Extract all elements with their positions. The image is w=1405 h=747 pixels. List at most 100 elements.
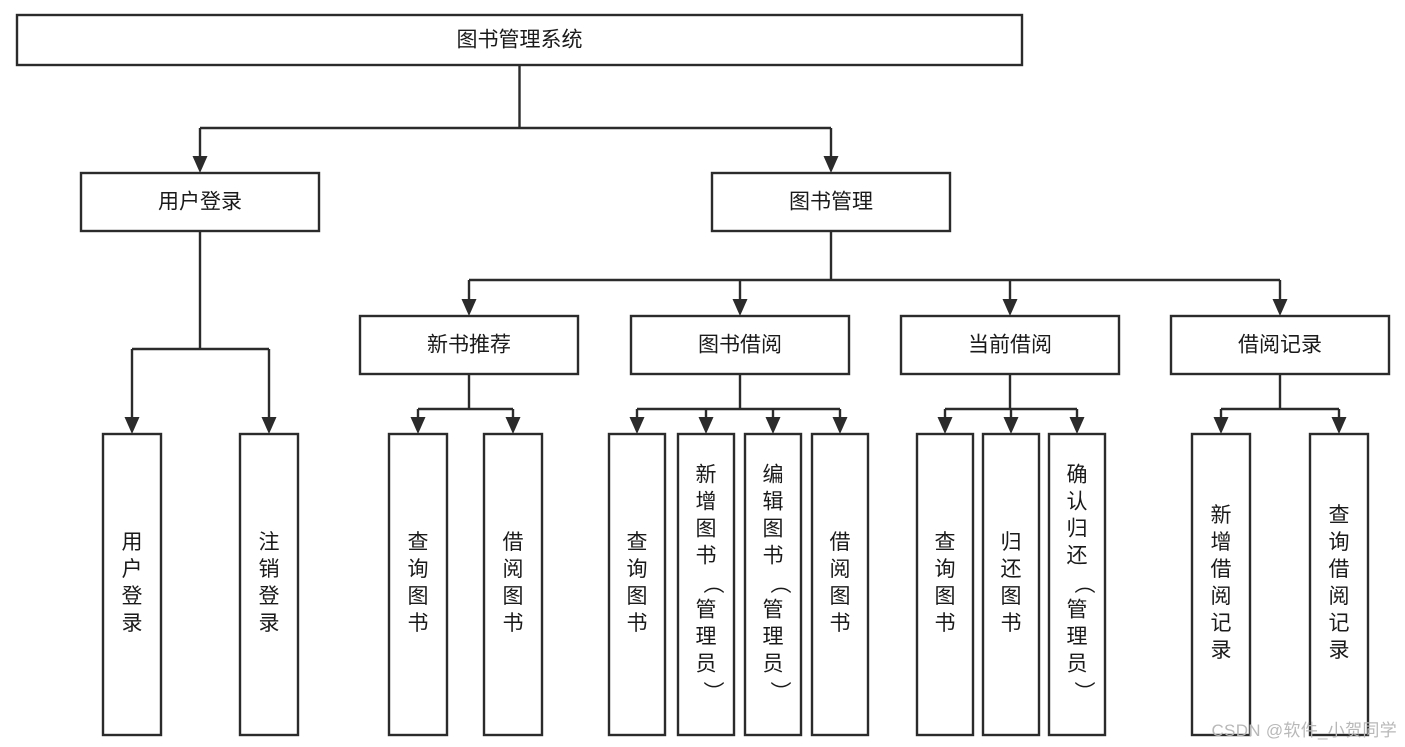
node-box bbox=[1047, 432, 1107, 737]
node-leaf-query-book-rec[interactable]: 查询图书查询图书 bbox=[387, 432, 449, 737]
node-leaf-user-login[interactable]: 用户登录用户登录 bbox=[101, 432, 163, 737]
node-label-char: 管 bbox=[696, 599, 717, 622]
node-label-char: 户 bbox=[122, 558, 143, 581]
node-new-book-rec[interactable]: 新书推荐 bbox=[358, 314, 580, 376]
node-label-char: 录 bbox=[1211, 639, 1232, 662]
node-label-char: 图 bbox=[935, 585, 956, 608]
node-label-char: （ bbox=[768, 573, 791, 594]
node-leaf-borrow-book-rec[interactable]: 借阅图书借阅图书 bbox=[482, 432, 544, 737]
node-label-char: 图 bbox=[408, 585, 429, 608]
node-label: 图书管理系统 bbox=[457, 29, 583, 52]
watermark-label: CSDN @软件_小贺同学 bbox=[1211, 721, 1397, 740]
node-label-char: 阅 bbox=[830, 558, 851, 581]
node-leaf-query-book-cur[interactable]: 查询图书查询图书 bbox=[915, 432, 975, 737]
node-box bbox=[710, 171, 952, 233]
node-label-char: 书 bbox=[935, 612, 956, 635]
node-label: 图书借阅 bbox=[698, 334, 782, 357]
arrow-head-icon bbox=[1069, 417, 1085, 434]
node-label-char: 借 bbox=[830, 531, 851, 554]
node-label-char: 登 bbox=[122, 585, 143, 608]
node-label-char: 图 bbox=[830, 585, 851, 608]
node-label-char: 录 bbox=[122, 612, 143, 635]
node-label-char: 图 bbox=[627, 585, 648, 608]
node-label-char: 书 bbox=[503, 612, 524, 635]
node-box bbox=[79, 171, 321, 233]
node-borrow-record[interactable]: 借阅记录 bbox=[1169, 314, 1391, 376]
node-box bbox=[15, 13, 1024, 67]
node-label-char: 增 bbox=[696, 491, 717, 514]
node-current-borrow[interactable]: 当前借阅 bbox=[899, 314, 1121, 376]
node-label: 当前借阅 bbox=[968, 334, 1052, 357]
node-label: 借阅记录 bbox=[1238, 334, 1322, 357]
arrow-head-icon bbox=[732, 299, 748, 316]
node-label-char: 理 bbox=[1067, 626, 1088, 649]
node-label-char: 书 bbox=[830, 612, 851, 635]
node-label-char: 询 bbox=[408, 558, 429, 581]
node-label-char: 询 bbox=[1329, 531, 1350, 554]
node-label-char: 查 bbox=[935, 531, 956, 554]
node-leaf-borrow-book[interactable]: 借阅图书借阅图书 bbox=[810, 432, 870, 737]
node-label-char: 记 bbox=[1329, 612, 1350, 635]
node-leaf-query-book-borrow[interactable]: 查询图书查询图书 bbox=[607, 432, 667, 737]
node-box bbox=[358, 314, 580, 376]
node-box bbox=[1308, 432, 1370, 737]
node-label-char: 注 bbox=[259, 531, 280, 554]
node-label: 用户登录 bbox=[158, 191, 242, 214]
arrow-head-icon bbox=[823, 156, 839, 173]
node-label-char: （ bbox=[1072, 573, 1095, 594]
node-label-char: （ bbox=[701, 573, 724, 594]
node-label-char: 借 bbox=[1329, 558, 1350, 581]
node-box bbox=[676, 432, 736, 737]
node-box bbox=[981, 432, 1041, 737]
arrow-head-icon bbox=[461, 299, 477, 316]
node-label-char: 理 bbox=[763, 626, 784, 649]
node-label-char: 图 bbox=[763, 518, 784, 541]
node-label-char: 录 bbox=[259, 612, 280, 635]
node-label-char: ） bbox=[701, 681, 724, 702]
node-leaf-add-borrow-record[interactable]: 新增借阅记录新增借阅记录 bbox=[1190, 432, 1252, 737]
node-book-borrow[interactable]: 图书借阅 bbox=[629, 314, 851, 376]
node-root[interactable]: 图书管理系统 bbox=[15, 13, 1024, 67]
node-book-manage[interactable]: 图书管理 bbox=[710, 171, 952, 233]
arrow-head-icon bbox=[832, 417, 848, 434]
node-label-char: 查 bbox=[1329, 504, 1350, 527]
node-box bbox=[629, 314, 851, 376]
node-label-char: 借 bbox=[503, 531, 524, 554]
node-label-char: 书 bbox=[696, 545, 717, 568]
node-label-char: 员 bbox=[763, 653, 784, 676]
node-label-char: 确 bbox=[1067, 464, 1088, 487]
arrow-head-icon bbox=[124, 417, 140, 434]
node-label-char: 查 bbox=[408, 531, 429, 554]
node-label-char: 询 bbox=[935, 558, 956, 581]
node-label-char: 归 bbox=[1067, 518, 1088, 541]
node-box bbox=[1190, 432, 1252, 737]
node-leaf-query-borrow-record[interactable]: 查询借阅记录查询借阅记录 bbox=[1308, 432, 1370, 737]
node-leaf-return-book[interactable]: 归还图书归还图书 bbox=[981, 432, 1041, 737]
node-label-char: 管 bbox=[1067, 599, 1088, 622]
node-label-char: 还 bbox=[1067, 545, 1088, 568]
node-label-char: 新 bbox=[696, 464, 717, 487]
node-label: 图书管理 bbox=[789, 191, 873, 214]
node-label-char: 记 bbox=[1211, 612, 1232, 635]
arrow-head-icon bbox=[1331, 417, 1347, 434]
node-box bbox=[387, 432, 449, 737]
node-box bbox=[810, 432, 870, 737]
node-label-char: 阅 bbox=[1329, 585, 1350, 608]
node-box bbox=[1169, 314, 1391, 376]
arrow-head-icon bbox=[1213, 417, 1229, 434]
arrow-head-icon bbox=[1002, 299, 1018, 316]
arrow-head-icon bbox=[410, 417, 426, 434]
node-label-char: 图 bbox=[696, 518, 717, 541]
node-leaf-user-logout[interactable]: 注销登录注销登录 bbox=[238, 432, 300, 737]
arrow-head-icon bbox=[698, 417, 714, 434]
arrow-head-icon bbox=[192, 156, 208, 173]
node-user-login[interactable]: 用户登录 bbox=[79, 171, 321, 233]
node-label-char: 登 bbox=[259, 585, 280, 608]
node-label-char: 归 bbox=[1001, 531, 1022, 554]
arrow-head-icon bbox=[629, 417, 645, 434]
node-label-char: 新 bbox=[1211, 504, 1232, 527]
